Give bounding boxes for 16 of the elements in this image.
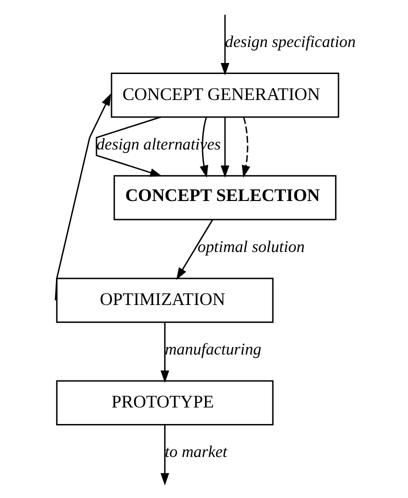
node-box: PROTOTYPE — [56, 380, 274, 426]
edge-label: to market — [164, 442, 227, 461]
edge-label: optimal solution — [197, 236, 304, 256]
node-box: CONCEPT GENERATION — [110, 72, 339, 118]
edge-label: design specification — [224, 32, 356, 51]
node-box: OPTIMIZATION — [56, 278, 274, 323]
arrow — [160, 322, 169, 383]
arrow — [160, 425, 169, 486]
edge-label: manufacturing — [164, 339, 261, 358]
arrow — [241, 117, 250, 178]
arrow — [176, 219, 213, 280]
arrow — [220, 117, 229, 178]
node-box: CONCEPT SELECTION — [113, 175, 336, 220]
arrow — [220, 14, 229, 76]
arrow — [95, 116, 162, 177]
arrow — [54, 93, 111, 300]
